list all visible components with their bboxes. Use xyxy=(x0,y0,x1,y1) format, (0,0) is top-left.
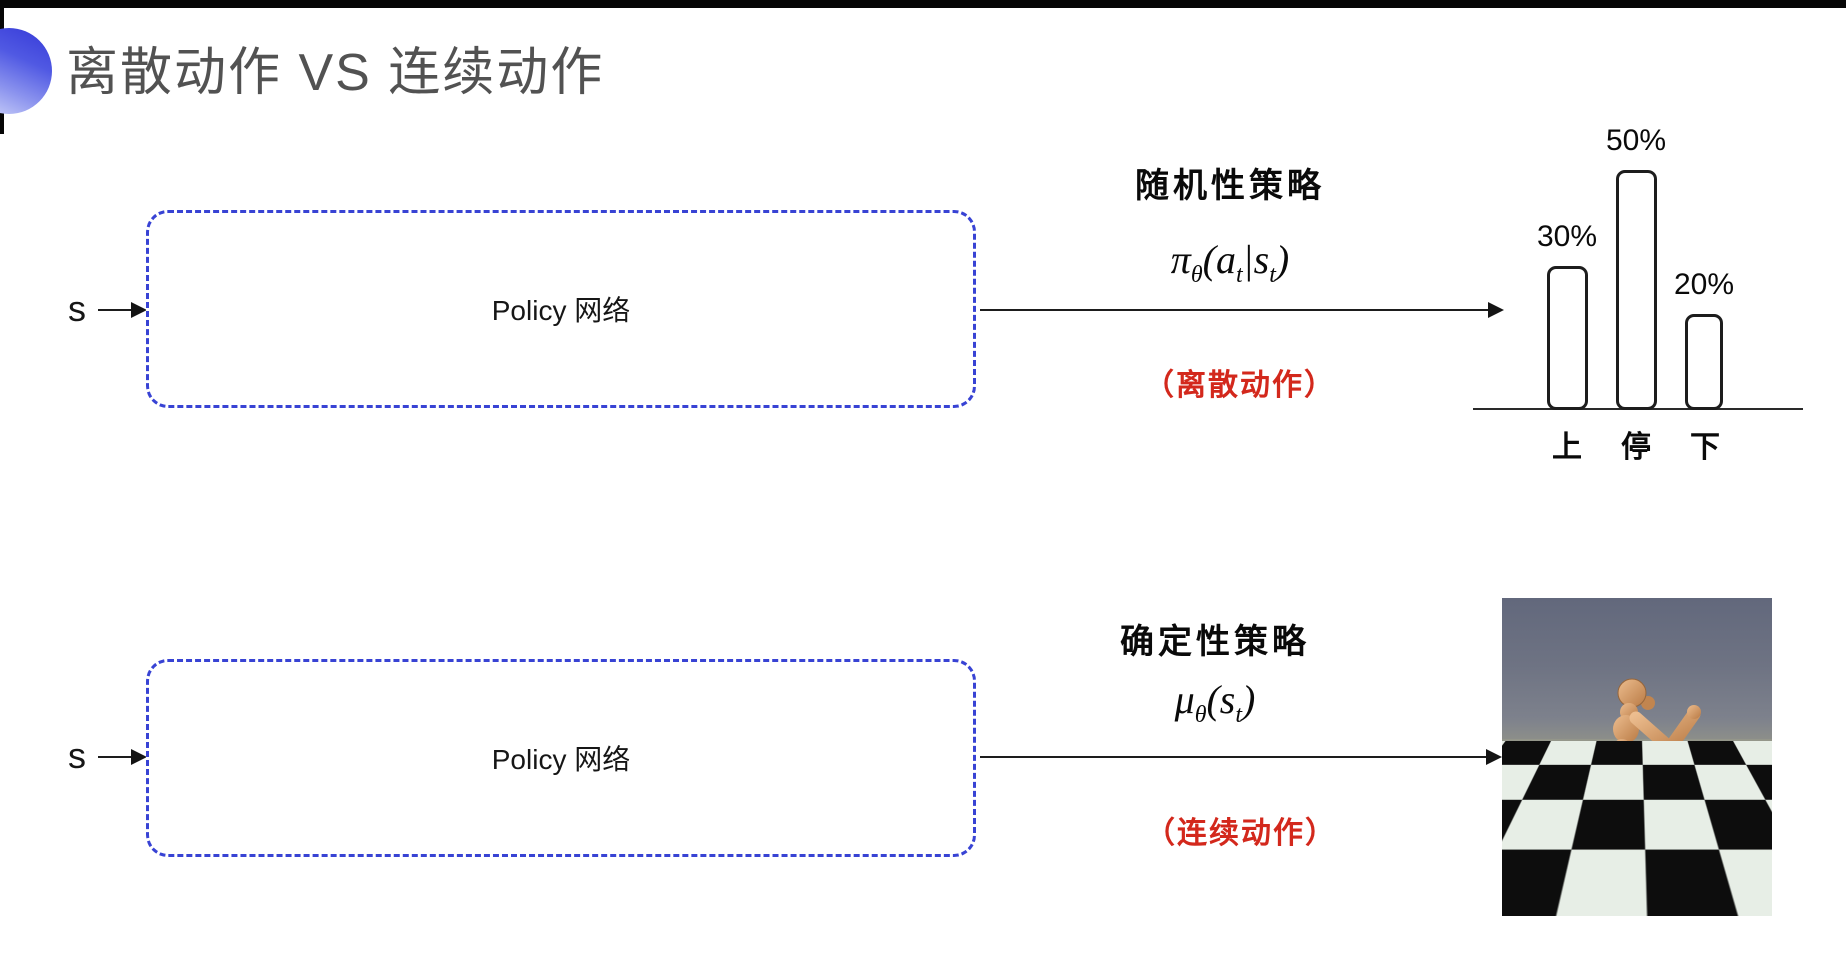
probability-bar-down xyxy=(1685,314,1723,410)
discrete-action-note: （离散动作） xyxy=(1144,369,1336,402)
continuous-action-note: （连续动作） xyxy=(1145,817,1337,850)
title-bullet-icon xyxy=(0,28,52,114)
humanoid-head xyxy=(1617,678,1647,708)
bar-group-up: 30% xyxy=(1527,220,1607,410)
bar-value-label: 20% xyxy=(1673,268,1735,301)
bar-value-label: 30% xyxy=(1536,220,1598,253)
deterministic-policy-formula: μθ(st) xyxy=(1174,677,1256,728)
category-label-down: 下 xyxy=(1690,431,1720,464)
policy-network-label-top: Policy 网络 xyxy=(491,295,631,326)
arrowhead-state-to-policy-bottom xyxy=(131,749,147,765)
humanoid-simulation-image xyxy=(1502,598,1772,916)
action-probability-chart: 30% 50% 20% 上 停 下 xyxy=(1473,100,1803,464)
probability-bar-stop xyxy=(1615,170,1657,410)
stochastic-policy-title: 随机性策略 xyxy=(1135,167,1325,205)
arrow-state-to-policy-bottom xyxy=(98,756,132,758)
arrow-policy-to-simulation xyxy=(980,756,1488,758)
probability-bar-up xyxy=(1546,266,1588,410)
arrow-state-to-policy-top xyxy=(98,309,132,311)
frame-top-edge xyxy=(0,0,1846,8)
bar-group-stop: 50% xyxy=(1596,124,1676,410)
state-label-top: s xyxy=(68,288,86,329)
deterministic-policy-title: 确定性策略 xyxy=(1120,623,1310,661)
category-label-stop: 停 xyxy=(1621,431,1651,464)
sim-horizon-haze xyxy=(1502,739,1772,761)
policy-network-box-top: Policy 网络 xyxy=(146,210,976,408)
floor-reflection xyxy=(1557,884,1692,914)
bar-value-label: 50% xyxy=(1605,124,1667,157)
humanoid-arm xyxy=(1629,707,1701,755)
policy-network-label-bottom: Policy 网络 xyxy=(491,744,631,775)
category-label-up: 上 xyxy=(1552,431,1582,464)
humanoid-robot-figure xyxy=(1584,678,1701,878)
humanoid-rear-shin xyxy=(1589,839,1639,857)
stochastic-policy-formula: πθ(at|st) xyxy=(1170,237,1290,288)
humanoid-fist xyxy=(1687,705,1701,719)
arrowhead-policy-to-simulation xyxy=(1486,749,1502,765)
humanoid-abdomen xyxy=(1613,739,1631,757)
humanoid-front-shin xyxy=(1630,831,1657,878)
page-title: 离散动作 VS 连续动作 xyxy=(66,44,605,102)
arrowhead-policy-to-chart xyxy=(1488,302,1504,318)
bar-group-down: 20% xyxy=(1665,268,1743,410)
policy-network-box-bottom: Policy 网络 xyxy=(146,659,976,857)
arrowhead-state-to-policy-top xyxy=(131,302,147,318)
state-label-bottom: s xyxy=(68,735,86,776)
arrow-policy-to-chart xyxy=(980,309,1490,311)
